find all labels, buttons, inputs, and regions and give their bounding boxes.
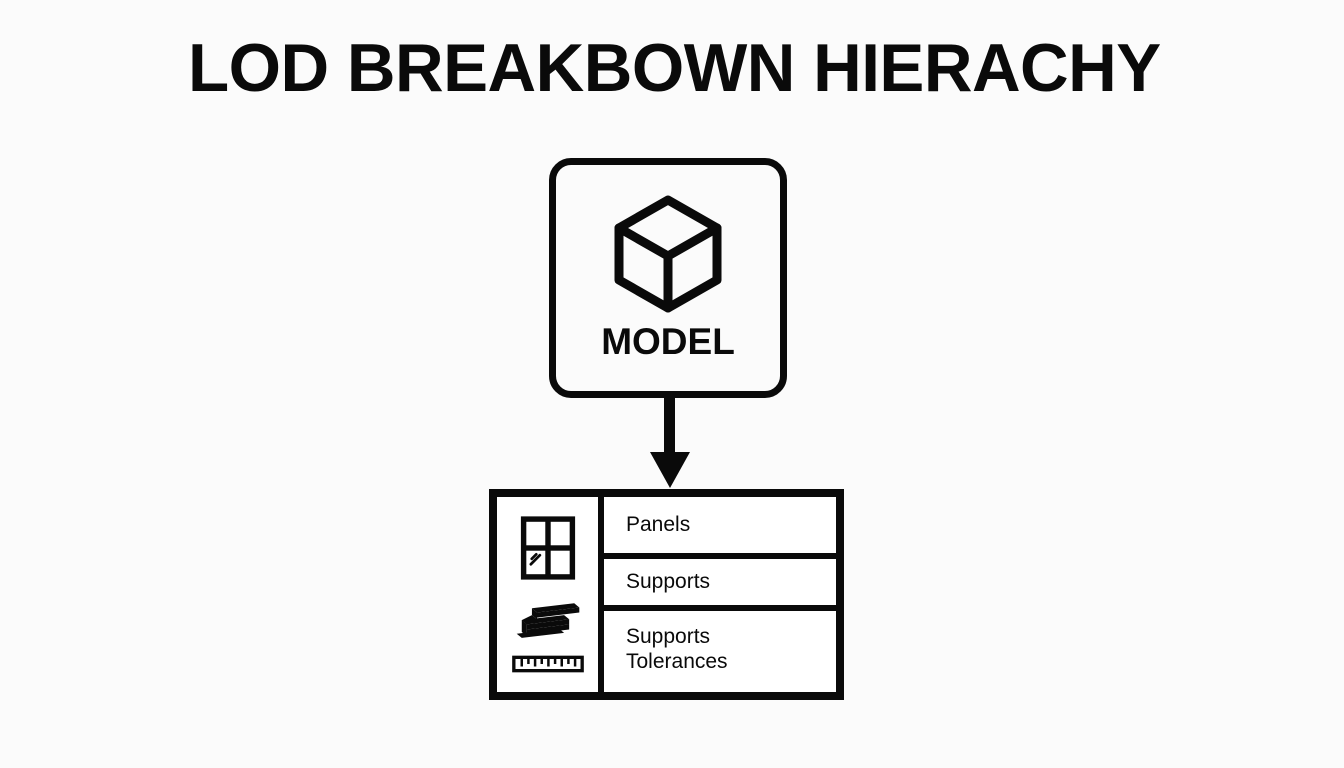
i-beam-icon [497,595,598,647]
cube-icon [612,195,724,313]
table-row-label: Supports Tolerances [626,625,728,673]
table-row[interactable]: Supports Tolerances [604,611,836,692]
table-row[interactable]: Supports [604,559,836,611]
model-node-label: MODEL [601,321,735,362]
model-node[interactable]: MODEL [549,158,787,398]
table-rows-column: Panels Supports Supports Tolerances [604,497,836,692]
page-title: LOD BREAKBOWN HIERACHY [188,30,1161,106]
table-row-label: Panels [626,512,691,536]
ruler-icon [497,649,598,679]
table-icon-column [497,497,604,692]
table-row-label: Supports [626,569,711,593]
breakdown-table: Panels Supports Supports Tolerances [489,489,844,700]
down-arrow-icon [648,396,692,488]
table-row[interactable]: Panels [604,497,836,559]
window-panel-icon [497,509,598,587]
